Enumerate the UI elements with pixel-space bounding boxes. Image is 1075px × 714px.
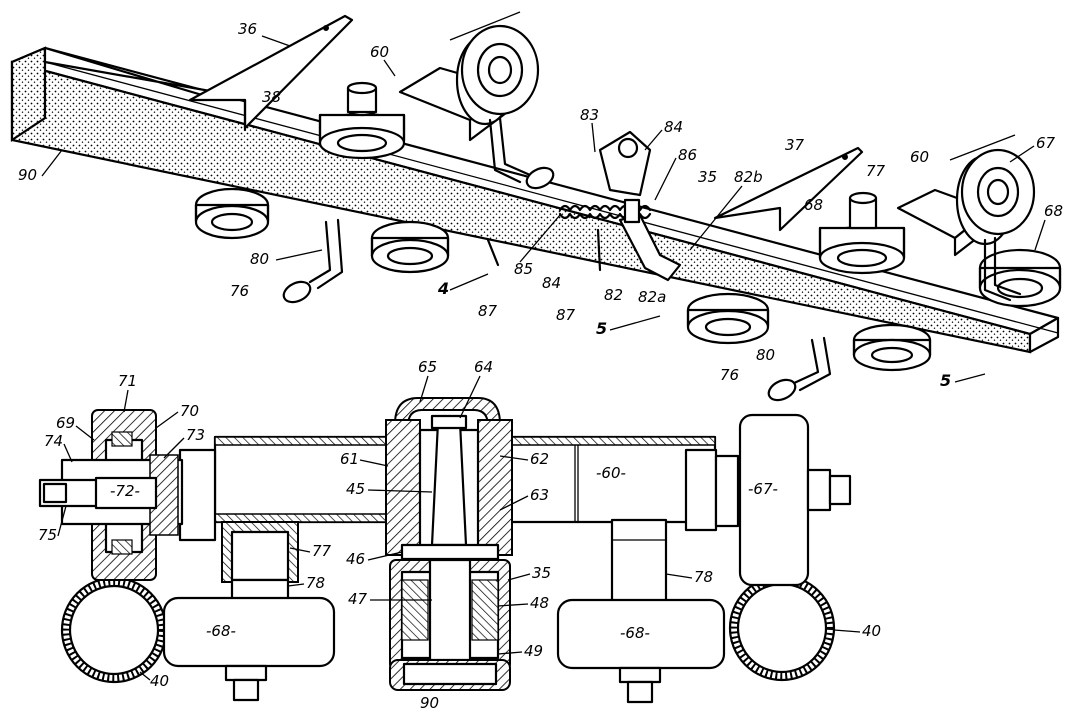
label-64: 64: [474, 358, 493, 376]
label-90-section: 90: [420, 694, 439, 712]
label-60-top-left: 60: [370, 43, 389, 61]
label-82b: 82b: [734, 168, 763, 186]
label-section-5-a: 5: [596, 319, 607, 338]
label-69: 69: [56, 414, 75, 432]
lower-wheel-1: [194, 187, 270, 240]
label-77-section: 77: [312, 542, 332, 560]
lower-wheel-4: [852, 323, 932, 372]
arm-36: [188, 14, 354, 132]
wheel-68-left: [162, 596, 336, 702]
label-68-top-a: 68: [804, 196, 823, 214]
label-84-top: 84: [664, 118, 683, 136]
bracket-77-left: [221, 521, 299, 602]
top-figure-labels: 36 38 60 83 84 86 37 35 82b 60 77 67 68 …: [18, 20, 1063, 390]
label-65: 65: [418, 358, 437, 376]
label-74: 74: [44, 432, 63, 450]
label-40-left: 40: [150, 672, 169, 690]
lower-wheel-2: [370, 220, 450, 274]
label-78-right: 78: [694, 568, 713, 586]
label-87-left: 87: [478, 302, 498, 320]
tube-40-right: [728, 574, 836, 682]
bent-rod-upper-right: [983, 236, 1022, 302]
label-78-left: 78: [306, 574, 325, 592]
main-beam: [10, 46, 1060, 354]
label-82a: 82a: [638, 288, 666, 306]
latch-mechanism: [486, 130, 682, 282]
bottom-figure: 71 69 70 73 74 -72- 75 65 64 61 62 45 63: [38, 358, 881, 712]
label-87-right: 87: [556, 306, 576, 324]
label-80-right: 80: [756, 346, 775, 364]
label-48: 48: [530, 594, 549, 612]
lower-wheel-5: [978, 248, 1062, 308]
label-77-top: 77: [866, 162, 886, 180]
label-71: 71: [118, 372, 137, 390]
label-40-right: 40: [862, 622, 881, 640]
crank-handle-right: [767, 336, 832, 402]
center-column: [385, 397, 513, 691]
label-38: 38: [262, 88, 281, 106]
bottom-figure-labels: 71 69 70 73 74 -72- 75 65 64 61 62 45 63: [38, 358, 881, 712]
label-60-top-right: 60: [910, 148, 929, 166]
label-68-section-left: -68-: [206, 622, 236, 640]
label-section-4: 4: [437, 279, 449, 298]
label-47: 47: [348, 590, 368, 608]
upper-wheel-60: [318, 81, 406, 160]
label-73: 73: [186, 426, 205, 444]
label-60-section: -60-: [596, 464, 626, 482]
label-36: 36: [238, 20, 257, 38]
label-76-left: 76: [230, 282, 249, 300]
label-68-section-right: -68-: [620, 624, 650, 642]
hub-assembly-left: [38, 409, 184, 581]
crank-handle-left: [282, 218, 344, 304]
bracket-78-right: [610, 518, 668, 604]
label-61: 61: [340, 450, 359, 468]
label-46: 46: [346, 550, 365, 568]
label-62: 62: [530, 450, 549, 468]
label-70: 70: [180, 402, 199, 420]
big-wheel-right: [949, 134, 1036, 246]
label-45: 45: [346, 480, 365, 498]
label-75: 75: [38, 526, 57, 544]
label-83: 83: [580, 106, 599, 124]
label-67-top: 67: [1036, 134, 1056, 152]
label-49: 49: [524, 642, 543, 660]
label-section-5-b: 5: [940, 371, 951, 390]
top-figure: 36 38 60 83 84 86 37 35 82b 60 77 67 68 …: [10, 11, 1063, 402]
label-82: 82: [604, 286, 623, 304]
label-72: -72-: [110, 482, 140, 500]
label-63: 63: [530, 486, 549, 504]
label-35-section: 35: [532, 564, 551, 582]
wheel-67: [738, 413, 852, 587]
arm-37: [713, 146, 864, 232]
label-68-top-b: 68: [1044, 202, 1063, 220]
label-85: 85: [514, 260, 533, 278]
label-80-left: 80: [250, 250, 269, 268]
label-84-bottom: 84: [542, 274, 561, 292]
big-wheel-left: [449, 11, 540, 126]
upper-wheel-68: [818, 191, 906, 275]
wheel-68-right: [556, 598, 726, 704]
label-76-right: 76: [720, 366, 739, 384]
label-37: 37: [785, 136, 805, 154]
tube-40-left: [60, 576, 168, 684]
label-67-section: -67-: [748, 480, 778, 498]
label-86: 86: [678, 146, 697, 164]
bent-rod-upper-left: [488, 116, 555, 190]
lower-wheel-3: [686, 292, 770, 345]
label-35-top: 35: [698, 168, 717, 186]
label-90-top: 90: [18, 166, 37, 184]
